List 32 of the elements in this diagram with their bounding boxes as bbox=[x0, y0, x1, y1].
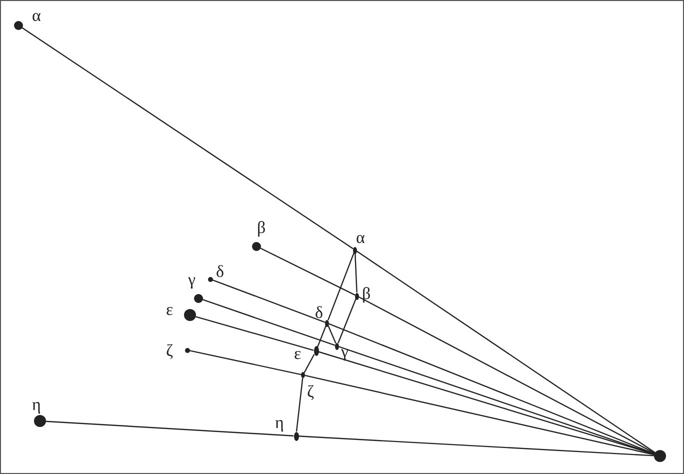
line bbox=[304, 354, 315, 373]
point-label: α bbox=[356, 230, 365, 246]
point-label: β bbox=[362, 286, 371, 302]
line bbox=[298, 436, 654, 456]
line bbox=[356, 250, 656, 454]
point-label: ε bbox=[294, 346, 302, 362]
line bbox=[46, 420, 294, 436]
line bbox=[328, 252, 354, 320]
line bbox=[202, 298, 336, 346]
point-label: δ bbox=[315, 305, 324, 321]
line bbox=[189, 350, 302, 376]
point-label: η bbox=[275, 415, 284, 431]
point-label: β bbox=[257, 220, 266, 236]
point-label: ζ bbox=[307, 384, 314, 400]
line bbox=[196, 316, 314, 351]
line bbox=[338, 298, 356, 344]
point-label: γ bbox=[188, 272, 196, 288]
line bbox=[260, 247, 356, 296]
point-label: ζ bbox=[166, 343, 174, 359]
line bbox=[304, 374, 654, 456]
point-label: δ bbox=[216, 264, 224, 280]
line bbox=[358, 296, 655, 454]
line bbox=[354, 253, 358, 293]
line bbox=[328, 323, 655, 454]
line bbox=[212, 279, 326, 323]
line bbox=[21, 27, 354, 250]
line bbox=[316, 326, 326, 348]
point-label: α bbox=[32, 8, 41, 24]
point-label: ε bbox=[166, 302, 174, 318]
point-label: η bbox=[32, 397, 41, 413]
line bbox=[328, 326, 336, 344]
line bbox=[296, 378, 304, 432]
